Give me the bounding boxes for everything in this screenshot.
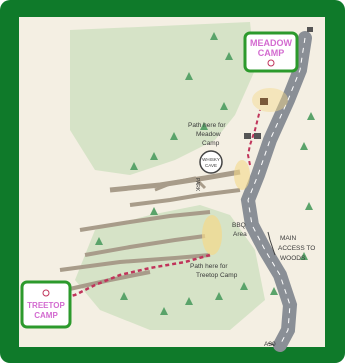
tree-icon [185, 297, 193, 305]
tree-icon [160, 307, 168, 315]
tree-icon [307, 112, 315, 120]
path-treetop-label-1: Path here for [190, 263, 228, 270]
meadow-camp-enclosure [243, 31, 299, 73]
path-treetop-label-2: Treetop Camp [196, 272, 238, 279]
whisky-cave-sign[interactable]: WHISKY CAVE [199, 150, 223, 174]
tree-icon [215, 292, 223, 300]
forest-area-north [70, 22, 255, 175]
clearing [234, 160, 250, 190]
treetop-camp[interactable]: TREETOP CAMP [20, 280, 72, 329]
access-label-3: WOODS [280, 255, 306, 262]
tree-markers [95, 32, 315, 315]
building-icon [307, 27, 313, 32]
tree-icon [150, 152, 158, 160]
tree-icon [95, 237, 103, 245]
access-arrow [267, 231, 276, 256]
track-middle-2 [84, 234, 206, 257]
path-meadow-label-1: Path here for [188, 122, 226, 129]
tree-icon [170, 132, 178, 140]
bbq-clearing [202, 215, 222, 255]
path-meadow-label-2: Meadow [196, 131, 221, 138]
building-icons [244, 27, 313, 139]
track-spur [154, 176, 207, 192]
access-label-1: MAIN [280, 235, 297, 242]
whisky-cave-label-2: CAVE [205, 163, 217, 168]
tree-icon [210, 32, 218, 40]
building-icon [244, 133, 251, 139]
tree-icon [300, 142, 308, 150]
bbq-label-1: BBQ [232, 222, 246, 229]
meadow-camp-label-1: MEADOW [250, 38, 292, 48]
meadow-camp[interactable]: MEADOW CAMP [243, 31, 299, 73]
track-north-2 [129, 188, 241, 207]
tree-icon [200, 122, 208, 130]
track-middle [79, 210, 211, 232]
meadow-clearing [252, 88, 288, 112]
building-icon [254, 133, 261, 139]
road-arrow [267, 342, 275, 346]
tree-icon [120, 292, 128, 300]
path-to-meadow [246, 109, 261, 166]
access-label-2: ACCESS TO [278, 245, 315, 252]
tree-icon [240, 282, 248, 290]
track-south-2 [64, 270, 151, 292]
park-sign: PARK [194, 178, 200, 192]
tree-icon [225, 52, 233, 60]
path-to-treetop [54, 253, 211, 302]
tree-icon [270, 287, 278, 295]
whisky-cave-label-1: WHISKY [202, 157, 220, 162]
camp-icon [267, 59, 275, 67]
meadow-camp-label-2: CAMP [258, 48, 285, 58]
whisky-cave-marker [199, 150, 223, 174]
treetop-camp-label-2: CAMP [34, 311, 58, 320]
tree-icon [185, 72, 193, 80]
tree-icon [220, 102, 228, 110]
hut-icon [260, 98, 268, 105]
tree-icon [130, 162, 138, 170]
track-south [59, 253, 211, 272]
treetop-camp-enclosure [20, 280, 72, 329]
tree-icon [150, 207, 158, 215]
path-meadow-label-3: Camp [202, 140, 220, 147]
tree-icon [305, 202, 313, 210]
tree-icon [300, 252, 308, 260]
treetop-camp-label-1: TREETOP [27, 301, 65, 310]
road-centerline [247, 37, 306, 346]
road-ref-label: A30 [264, 341, 276, 348]
bbq-label-2: Area [233, 231, 247, 238]
camp-icon [42, 289, 50, 297]
